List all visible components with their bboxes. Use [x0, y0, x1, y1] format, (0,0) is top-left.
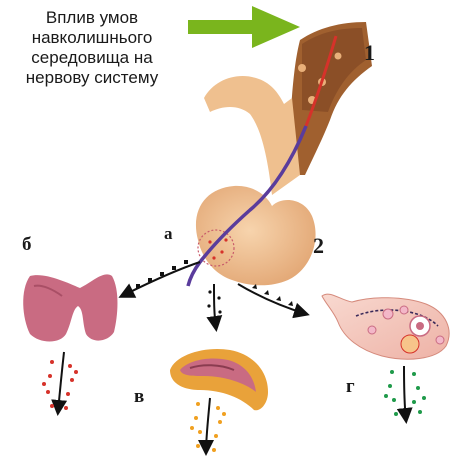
- thyroid-hormone-arrow-icon: [42, 352, 78, 412]
- pituitary-gland: [196, 186, 316, 285]
- label-b: б: [22, 234, 32, 256]
- label-1: 1: [364, 40, 375, 66]
- label-2: 2: [313, 233, 324, 259]
- pituitary-stalk: [204, 76, 300, 195]
- arrow-to-thyroid-icon: [122, 260, 200, 296]
- label-g: г: [346, 376, 355, 398]
- ovary: [322, 294, 449, 359]
- label-v: в: [134, 386, 144, 408]
- arrow-to-ovary-icon: [238, 284, 306, 314]
- thyroid-gland: [23, 274, 117, 341]
- label-a: а: [164, 224, 173, 244]
- adrenal-hormone-arrow-icon: [190, 398, 226, 452]
- diagram-caption: Вплив умов навколишнього середовища на н…: [6, 8, 178, 88]
- ovary-hormone-arrow-icon: [384, 366, 426, 420]
- arrow-to-adrenal-icon: [207, 284, 221, 328]
- adrenal-gland: [170, 349, 268, 410]
- environment-arrow-icon: [188, 6, 300, 48]
